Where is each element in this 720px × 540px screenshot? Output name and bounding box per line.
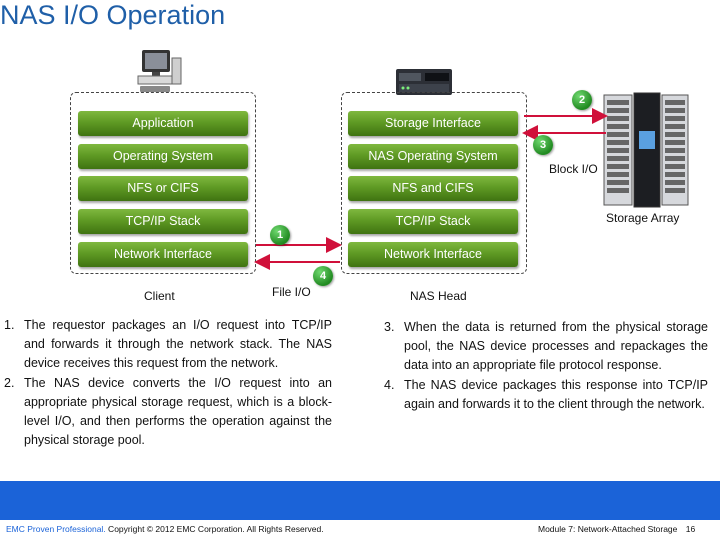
step-1-badge: 1 [270, 225, 290, 245]
client-layer-tcpip: TCP/IP Stack [78, 209, 248, 234]
list-item: 2. The NAS device converts the I/O reques… [4, 374, 332, 451]
left-steps-list: 1. The requestor packages an I/O request … [4, 316, 332, 450]
nas-head-device-icon [396, 69, 452, 95]
io-arrows [254, 108, 608, 270]
nas-layer-nfs-cifs: NFS and CIFS [348, 176, 518, 201]
list-number: 2. [4, 375, 15, 390]
nas-layer-tcpip: TCP/IP Stack [348, 209, 518, 234]
nas-layer-network-interface: Network Interface [348, 242, 518, 267]
storage-array-icon [603, 92, 689, 208]
list-item: 3. When the data is returned from the phy… [384, 318, 708, 376]
list-item: 4. The NAS device packages this response … [384, 376, 708, 414]
page-title: NAS I/O Operation [0, 0, 226, 30]
client-layer-operating-system: Operating System [78, 144, 248, 169]
nas-head-label: NAS Head [410, 289, 467, 303]
list-item: 1. The requestor packages an I/O request … [4, 316, 332, 374]
footer-module-text: Module 7: Network-Attached Storage [538, 524, 678, 534]
list-number: 3. [384, 320, 395, 334]
step-4-badge: 4 [313, 266, 333, 286]
nas-head-boundary [341, 92, 527, 274]
nas-layer-storage-interface: Storage Interface [348, 111, 518, 136]
list-text: The NAS device converts the I/O request … [24, 375, 332, 448]
client-label: Client [144, 289, 175, 303]
client-layer-network-interface: Network Interface [78, 242, 248, 267]
footer-copyright-text: Copyright © 2012 EMC Corporation. All Ri… [105, 524, 324, 534]
client-boundary [70, 92, 256, 274]
storage-array-label: Storage Array [606, 211, 680, 225]
list-number: 4. [384, 377, 395, 392]
file-io-label: File I/O [272, 285, 311, 299]
step-3-badge: 3 [533, 135, 553, 155]
step-2-badge: 2 [572, 90, 592, 110]
nas-layer-operating-system: NAS Operating System [348, 144, 518, 169]
list-text: The NAS device packages this response in… [404, 377, 708, 411]
block-io-label: Block I/O [549, 162, 598, 176]
footer-strip [0, 520, 720, 540]
client-layer-nfs-cifs: NFS or CIFS [78, 176, 248, 201]
list-number: 1. [4, 318, 15, 332]
right-steps-list: 3. When the data is returned from the phy… [384, 318, 708, 414]
list-text: When the data is returned from the physi… [404, 320, 708, 373]
footer-module: Module 7: Network-Attached Storage 16 [538, 524, 695, 534]
footer-page-number: 16 [685, 524, 696, 534]
client-computer-icon [137, 50, 182, 92]
client-layer-application: Application [78, 111, 248, 136]
list-text: The requestor packages an I/O request in… [24, 318, 332, 371]
footer-copyright: EMC Proven Professional. Copyright © 201… [6, 524, 324, 534]
footer-brand: EMC Proven Professional. [6, 524, 106, 534]
